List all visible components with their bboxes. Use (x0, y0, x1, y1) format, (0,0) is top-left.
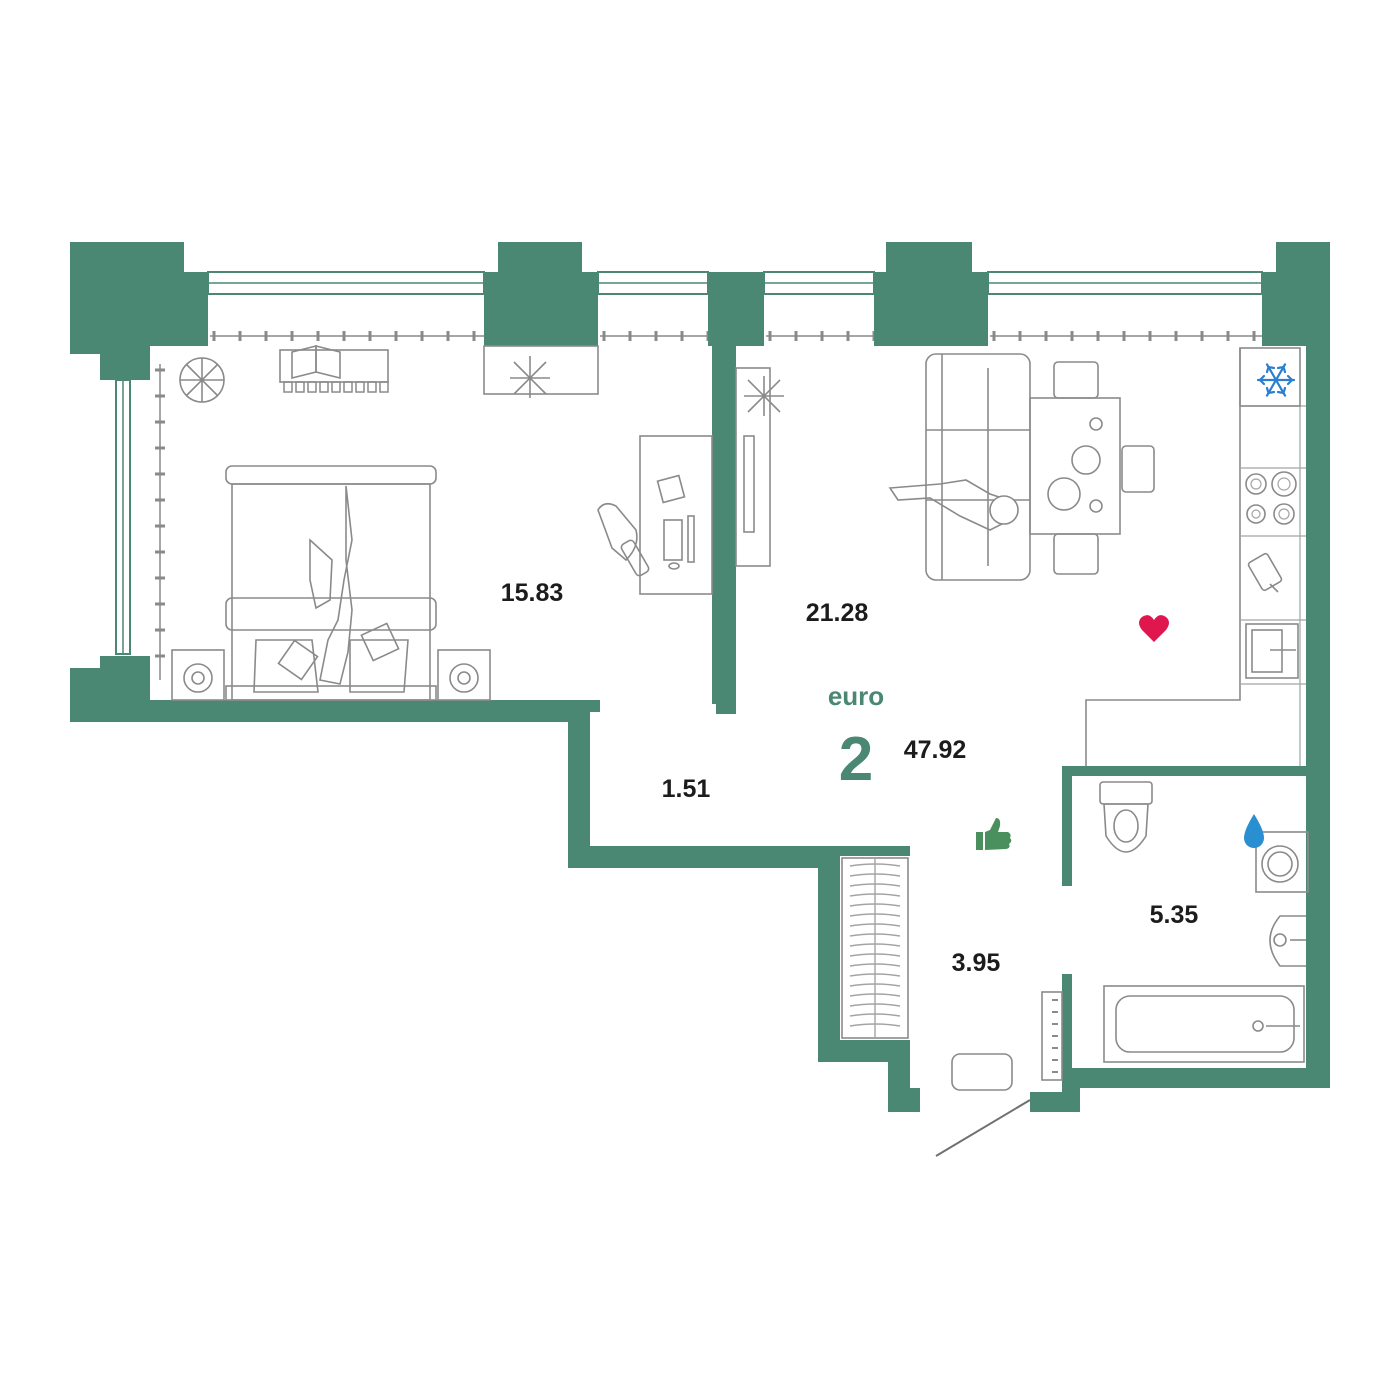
entrance-door (935, 1099, 1031, 1157)
walls (70, 242, 1330, 1112)
desk (597, 435, 713, 595)
washing-machine (1255, 831, 1309, 893)
windows (115, 271, 1263, 655)
hall-radiator (1041, 991, 1063, 1081)
kitchen-counter (1085, 348, 1306, 766)
bathtub (1103, 985, 1305, 1063)
sofa (888, 353, 1031, 581)
hallway-area: 3.95 (952, 949, 1001, 977)
bedroom-shelf (279, 344, 389, 393)
plant-bedroom (179, 357, 225, 403)
heart-icon (1139, 615, 1169, 642)
toilet (1099, 781, 1153, 853)
bed (225, 465, 437, 701)
water-drop-icon (1244, 814, 1264, 848)
radiators (155, 331, 1262, 680)
corridor-area: 1.51 (662, 775, 711, 803)
thumbs-up-icon (976, 818, 1012, 850)
cutting-board (1247, 552, 1283, 593)
bedroom-area: 15.83 (501, 579, 564, 607)
bathroom-area: 5.35 (1150, 901, 1199, 929)
fridge (1239, 347, 1301, 407)
tv-wall-unit (735, 367, 784, 567)
closet (841, 857, 909, 1039)
kitchen-sink (1245, 623, 1299, 679)
total-area: 47.92 (904, 736, 967, 764)
bathroom-sink (1269, 915, 1306, 967)
doormat (951, 1053, 1013, 1091)
tv-stand (483, 345, 599, 398)
snowflake-icon (1256, 363, 1296, 397)
dining-table (1029, 361, 1155, 575)
stove (1245, 471, 1297, 525)
apartment-type-label: euro (828, 681, 884, 711)
room-count: 2 (839, 725, 873, 794)
living-kitchen-area: 21.28 (806, 599, 869, 627)
nightstands (171, 649, 491, 701)
